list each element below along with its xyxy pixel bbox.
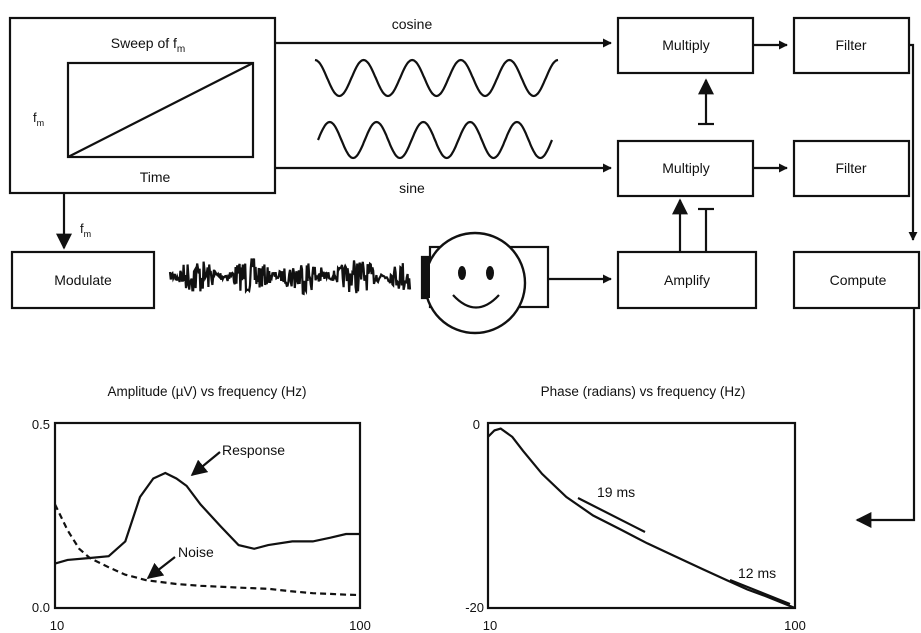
phase-series-line bbox=[487, 427, 796, 610]
slope-19ms-line bbox=[577, 497, 646, 533]
compute-label: Compute bbox=[830, 272, 887, 288]
sine-label: sine bbox=[399, 180, 425, 196]
fm-arrow-label: fm bbox=[80, 221, 91, 239]
amplify-box bbox=[616, 250, 758, 310]
amplitude-x-tick-right: 100 bbox=[349, 618, 371, 633]
subject-face bbox=[423, 231, 527, 335]
multiply-top-label: Multiply bbox=[662, 37, 709, 53]
amplitude-chart-title: Amplitude (µV) vs frequency (Hz) bbox=[107, 384, 306, 399]
phase-y-tick-top: 0 bbox=[473, 417, 480, 432]
noise-pointer-arrow bbox=[146, 556, 176, 579]
amplitude-y-tick-bottom: 0.0 bbox=[32, 600, 50, 615]
phase-plot-frame bbox=[486, 421, 797, 610]
face-smile bbox=[452, 294, 500, 309]
sweep-x-label: Time bbox=[140, 169, 171, 185]
multiply-top-box bbox=[616, 16, 755, 75]
filter-to-compute-arrow bbox=[908, 43, 918, 241]
phase-y-tick-bottom: -20 bbox=[465, 600, 484, 615]
cosine-label: cosine bbox=[392, 16, 433, 32]
sweep-y-label: fm bbox=[33, 110, 44, 128]
amplitude-x-tick-left: 10 bbox=[50, 618, 64, 633]
modulate-label: Modulate bbox=[54, 272, 112, 288]
response-series-label: Response bbox=[222, 442, 285, 458]
phase-chart-title: Phase (radians) vs frequency (Hz) bbox=[541, 384, 746, 399]
filter-top-label: Filter bbox=[835, 37, 866, 53]
amplify-label: Amplify bbox=[664, 272, 710, 288]
noise-series-line bbox=[54, 503, 361, 597]
compute-box bbox=[792, 250, 921, 310]
filter-top-box bbox=[792, 16, 911, 75]
slope-19ms-label: 19 ms bbox=[597, 484, 635, 500]
slope-12ms-label: 12 ms bbox=[738, 565, 776, 581]
phase-x-tick-right: 100 bbox=[784, 618, 806, 633]
noise-series-label: Noise bbox=[178, 544, 214, 560]
phase-x-tick-left: 10 bbox=[483, 618, 497, 633]
filter-bottom-box bbox=[792, 139, 911, 198]
compute-output-arrow bbox=[855, 308, 916, 528]
modulate-box bbox=[10, 250, 156, 310]
face-eye-left bbox=[458, 266, 466, 280]
slope-12ms-line bbox=[729, 578, 791, 606]
amplitude-plot-frame bbox=[53, 421, 362, 610]
amplitude-y-tick-top: 0.5 bbox=[32, 417, 50, 432]
cosine-waveform bbox=[314, 58, 559, 98]
amplitude-chart: Amplitude (µV) vs frequency (Hz) 0.5 0.0… bbox=[32, 384, 371, 633]
phase-chart: Phase (radians) vs frequency (Hz) 0 -20 … bbox=[465, 384, 806, 633]
sweep-ramp bbox=[67, 62, 254, 158]
multiply-bottom-label: Multiply bbox=[662, 160, 709, 176]
filter-bottom-label: Filter bbox=[835, 160, 866, 176]
response-series-line bbox=[54, 471, 360, 565]
earphone-cap bbox=[422, 257, 430, 298]
sweep-title: Sweep of fm bbox=[111, 35, 186, 55]
am-stimulus-waveform bbox=[168, 258, 412, 296]
response-pointer-arrow bbox=[190, 451, 221, 477]
sine-waveform bbox=[316, 120, 554, 160]
face-eye-right bbox=[486, 266, 494, 280]
